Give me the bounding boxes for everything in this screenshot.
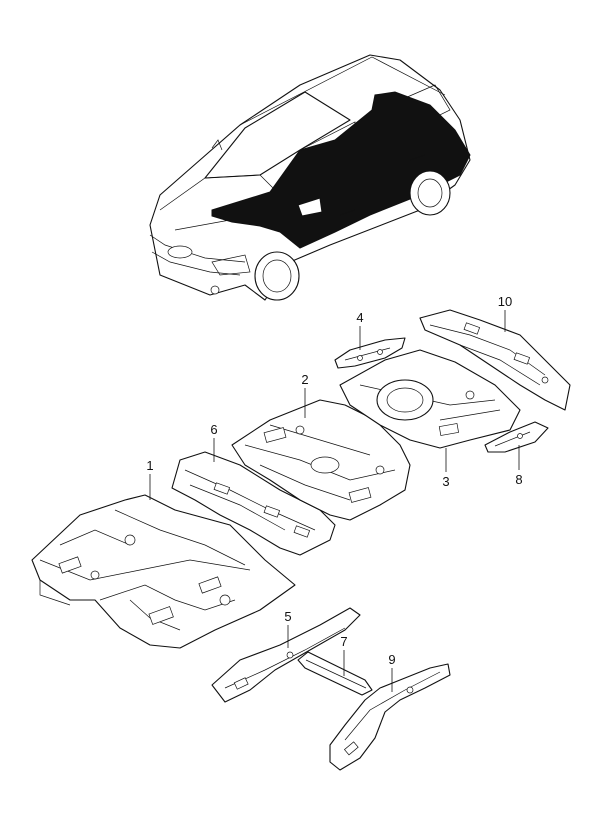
- part-4-bracket: [334, 337, 406, 369]
- callout-10: 10: [498, 294, 512, 309]
- callout-5: 5: [284, 609, 291, 624]
- callout-4: 4: [356, 310, 363, 325]
- callout-8: 8: [515, 472, 522, 487]
- vehicle-overview: [149, 54, 471, 301]
- callout-9: 9: [388, 652, 395, 667]
- part-2-center-floor-panel: [231, 399, 411, 521]
- part-3-rear-floor-panel: [339, 349, 521, 449]
- part-5-side-member: [211, 607, 361, 703]
- part-6-crossmember: [171, 451, 336, 556]
- part-9-rear-side-member: [329, 663, 451, 771]
- callout-3: 3: [442, 474, 449, 489]
- part-1-front-floor-panel: [31, 494, 296, 649]
- callout-6: 6: [210, 422, 217, 437]
- callout-1: 1: [146, 458, 153, 473]
- callout-labels: 1 2 3 4 5 6 7 8 9 10: [146, 294, 522, 667]
- callout-2: 2: [301, 372, 308, 387]
- part-8-rear-bracket: [484, 421, 549, 453]
- part-7-cross-rail: [297, 651, 373, 696]
- leader-lines: [149, 310, 520, 692]
- part-10-rear-crossmember: [419, 309, 571, 411]
- callout-7: 7: [340, 634, 347, 649]
